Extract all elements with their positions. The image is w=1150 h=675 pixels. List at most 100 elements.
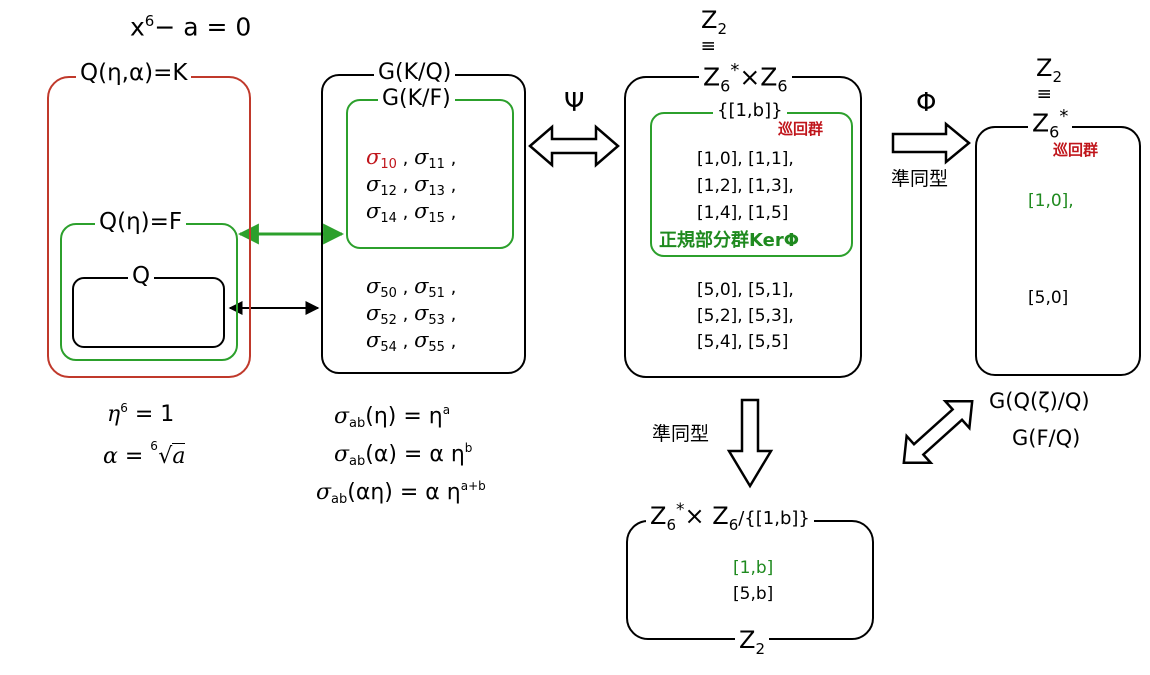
coset-row-2: [5,2], [5,3], <box>697 306 794 326</box>
sigma-lower-row: σ54 , σ55 , <box>366 328 456 355</box>
sigma-lower-row: σ50 , σ51 , <box>366 274 457 301</box>
alpha-symbol: α <box>103 444 118 469</box>
sigma-upper-row: σ12 , σ13 , <box>366 172 457 199</box>
sigma-element: σ14 <box>366 199 397 226</box>
sigma-element: σ52 <box>366 301 397 328</box>
group-title-times: × <box>739 62 761 92</box>
quotient-title-times: × Z <box>684 502 729 530</box>
equation-x: x <box>130 12 145 42</box>
sigma-separator: , <box>444 175 457 196</box>
sigma-definition: σab(αη) = α ηa+b <box>316 479 486 507</box>
image-title-sub: 6 <box>1049 122 1060 142</box>
equation-exponent: 6 <box>144 12 155 30</box>
image-cyclic-label: 巡回群 <box>1053 141 1099 159</box>
sigma-lower-row: σ52 , σ53 , <box>366 301 457 328</box>
sigma-element: σ11 <box>414 145 445 172</box>
sigma-separator: , <box>444 304 457 325</box>
quotient-bottom-z: Z <box>739 626 756 654</box>
sigma-separator: , <box>396 331 415 352</box>
sigma-separator: , <box>444 202 457 223</box>
group-product-label: Z6*×Z6 <box>699 60 792 96</box>
kernel-cyclic-label: 巡回群 <box>778 120 824 138</box>
sigma-element: σ50 <box>366 274 397 301</box>
eta-relation: η6 = 1 <box>107 402 174 426</box>
image-iso-symbol: Ⅲ <box>1034 88 1054 100</box>
sigma-separator: , <box>396 304 415 325</box>
quotient-bottom-sub: 2 <box>755 639 765 658</box>
sigma-element: σ53 <box>414 301 445 328</box>
image-group-box <box>975 126 1141 376</box>
sigma-element: σ54 <box>366 328 397 355</box>
phi-arrow <box>891 121 971 165</box>
image-element-2: [5,0] <box>1028 288 1069 308</box>
root-index: 6 <box>150 439 158 453</box>
group-iso-top: Z2 <box>701 8 727 37</box>
coset-row-3: [5,4], [5,5] <box>697 332 789 352</box>
sigma-upper-row: σ10 , σ11 , <box>366 145 457 172</box>
sigma-separator: , <box>396 277 415 298</box>
sigma-separator: , <box>444 148 457 169</box>
group-title-sub1: 6 <box>720 76 731 96</box>
sigma-element: σ55 <box>414 328 445 355</box>
sigma-separator: , <box>396 148 415 169</box>
image-caption-1: G(Q(ζ)/Q) <box>989 389 1090 413</box>
group-iso-z: Z <box>701 6 718 34</box>
sigma-definition: σab(α) = α ηb <box>334 441 473 469</box>
quotient-title-sub2: 6 <box>728 515 739 534</box>
defining-equation: x6− a = 0 <box>130 12 252 42</box>
alpha-equals: = <box>124 444 144 469</box>
sigma-element: σ51 <box>414 274 445 301</box>
eta-exponent: 6 <box>120 401 128 415</box>
sigma-separator: , <box>444 277 457 298</box>
quotient-title-star: * <box>676 500 685 520</box>
kernel-row-2: [1,2], [1,3], <box>697 176 794 196</box>
down-homomorphism-label: 準同型 <box>652 423 710 445</box>
galois-group-label: G(K/Q) <box>374 62 456 84</box>
field-f-label: Q(η)=F <box>95 211 187 234</box>
quotient-bottom-label: Z2 <box>735 628 769 657</box>
group-title-star: * <box>730 60 740 81</box>
quotient-group-label: Z6*× Z6/{[1,b]} <box>646 502 814 533</box>
sigma-element: σ13 <box>414 172 445 199</box>
group-iso-symbol: Ⅲ <box>698 40 718 52</box>
diagonal-double-arrow <box>902 399 974 465</box>
kernel-row-1: [1,0], [1,1], <box>697 149 794 169</box>
quotient-title-tail: /{[1,b]} <box>738 508 810 529</box>
image-iso-z: Z <box>1036 54 1053 82</box>
kernel-subgroup-label: {[1,b]} <box>713 102 787 120</box>
group-title-z2: Z <box>760 62 778 92</box>
normal-subgroup-label: 正規部分群KerΦ <box>659 230 800 251</box>
sigma-separator: , <box>396 202 415 223</box>
group-title-z1: Z <box>703 62 721 92</box>
coset-row-1: [5,0], [5,1], <box>697 280 794 300</box>
sigma-element: σ10 <box>366 145 397 172</box>
root-radicand: a <box>172 443 186 469</box>
equation-rest: − a = 0 <box>154 12 252 42</box>
quotient-title-sub1: 6 <box>666 515 676 534</box>
kernel-row-3: [1,4], [1,5] <box>697 203 789 223</box>
psi-label: Ψ <box>564 88 585 118</box>
field-k-label: Q(η,α)=K <box>76 62 192 85</box>
sigma-element: σ15 <box>414 199 445 226</box>
phi-label: Φ <box>916 88 937 118</box>
eta-rhs: = 1 <box>134 402 175 427</box>
quotient-title-z1: Z <box>650 502 667 530</box>
eta-symbol: η <box>107 402 121 427</box>
galois-subgroup-label: G(K/F) <box>378 88 455 110</box>
quotient-group-box <box>626 520 874 640</box>
group-title-sub2: 6 <box>777 76 788 96</box>
phi-homomorphism-label: 準同型 <box>891 168 949 190</box>
image-title-star: * <box>1059 106 1069 127</box>
quotient-element-2: [5,b] <box>733 584 774 604</box>
sigma-element: σ12 <box>366 172 397 199</box>
alpha-relation: α = 6√a <box>103 439 186 469</box>
image-iso-sub: 2 <box>1052 67 1062 86</box>
psi-double-arrow <box>528 124 620 168</box>
image-caption-2: G(F/Q) <box>1012 426 1081 450</box>
sigma-separator: , <box>396 175 415 196</box>
image-group-label: Z6* <box>1028 106 1073 142</box>
image-element-1: [1,0], <box>1028 191 1074 211</box>
down-arrow <box>726 398 774 489</box>
quotient-element-1: [1,b] <box>733 558 774 578</box>
